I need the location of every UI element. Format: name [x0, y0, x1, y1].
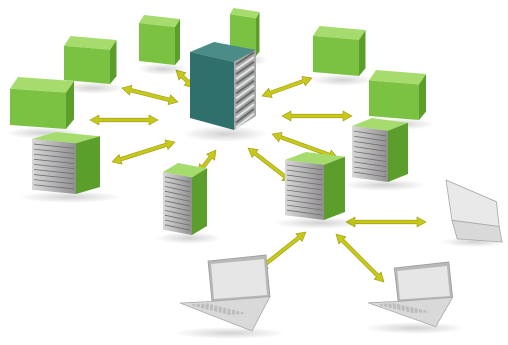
arrow-cube-top-left-to-central-server — [121, 84, 179, 106]
server-hub — [274, 152, 364, 229]
cube-left — [4, 77, 84, 139]
cube-top-right — [309, 26, 375, 86]
arrow-central-server-to-cube-left — [89, 114, 159, 126]
cube-top-left — [60, 36, 126, 94]
arrow-central-server-to-cube-top-right — [261, 75, 313, 99]
arrow-central-server-to-server-left — [111, 139, 176, 165]
server-bottom — [156, 163, 222, 244]
server-left — [19, 132, 121, 203]
arrow-server-hub-to-laptop-bottom-right — [335, 233, 385, 283]
laptop-left — [175, 254, 285, 339]
central-server — [181, 42, 269, 142]
network-nodes — [4, 8, 508, 339]
arrow-central-server-to-cube-right-upper — [281, 110, 353, 122]
server-right — [342, 118, 426, 191]
cube-top-mid-left — [137, 15, 189, 75]
laptop-bottom-right — [363, 261, 467, 334]
laptop-far-right — [440, 179, 508, 247]
